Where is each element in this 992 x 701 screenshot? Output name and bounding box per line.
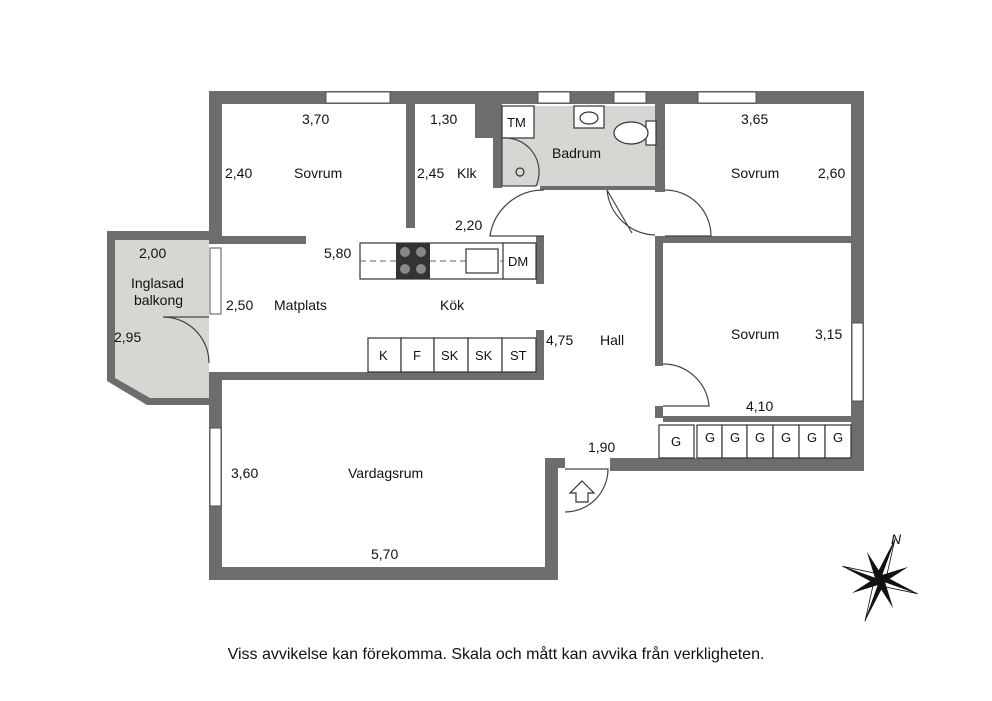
measure-kitchen-width: 5,80: [324, 245, 351, 261]
doors: [162, 189, 712, 513]
measure-hall-bottom: 1,90: [588, 439, 615, 455]
closet-label: Klk: [457, 165, 477, 181]
washing-machine-label: TM: [507, 115, 526, 130]
measure-living-depth: 3,60: [231, 465, 258, 481]
measure-hall-depth: 4,75: [546, 332, 573, 348]
bedroom-3-label: Sovrum: [731, 326, 779, 342]
measure-dining-depth: 2,50: [226, 297, 253, 313]
washing-machine-box: [501, 105, 535, 139]
dining-label: Matplats: [274, 297, 327, 313]
measure-closet-depth: 2,45: [417, 165, 444, 181]
measure-bedroom-2-width: 3,65: [741, 111, 768, 127]
balcony-label-1: Inglasad: [131, 275, 184, 291]
balcony-floor: [107, 240, 209, 403]
hall-label: Hall: [600, 332, 624, 348]
wardrobe-label: G: [730, 430, 740, 445]
kitchen-unit-label: F: [413, 348, 421, 363]
measure-bedroom-1-width: 3,70: [302, 111, 329, 127]
entrance-arrow-icon: [568, 480, 596, 503]
bathroom-fixtures: [501, 105, 657, 187]
compass-rose-icon: [842, 538, 918, 622]
bathroom-label: Badrum: [552, 145, 601, 161]
disclaimer-text: Viss avvikelse kan förekomma. Skala och …: [227, 646, 765, 663]
kitchen-unit-label: SK: [475, 348, 493, 363]
kitchen-counter: [359, 242, 537, 280]
kitchen-unit-label: ST: [510, 348, 527, 363]
measure-bedroom-3-depth: 3,15: [815, 326, 842, 342]
measure-bedroom-3-width: 4,10: [746, 398, 773, 414]
toilet: [613, 121, 649, 145]
wardrobe-label: G: [755, 430, 765, 445]
measure-bedroom-2-depth: 2,60: [818, 165, 845, 181]
wardrobe-label: G: [807, 430, 817, 445]
measure-living-width: 5,70: [371, 546, 398, 562]
bedroom-2-label: Sovrum: [731, 165, 779, 181]
wardrobe-label: G: [671, 434, 681, 449]
balcony-label-2: balkong: [134, 292, 183, 308]
shower: [501, 137, 540, 187]
compass-label: N: [891, 531, 902, 547]
windows: [209, 91, 864, 507]
measure-balcony-depth: 2,95: [114, 329, 141, 345]
measure-hall-top: 2,20: [455, 217, 482, 233]
wardrobes: [658, 424, 852, 459]
living-label: Vardagsrum: [348, 465, 423, 481]
bedroom-1-label: Sovrum: [294, 165, 342, 181]
wardrobe-label: G: [781, 430, 791, 445]
measure-balcony-width: 2,00: [139, 245, 166, 261]
measure-closet-width: 1,30: [430, 111, 457, 127]
wardrobe-label: G: [833, 430, 843, 445]
measure-bedroom-1-depth: 2,40: [225, 165, 252, 181]
wardrobe-label: G: [705, 430, 715, 445]
kitchen-unit-label: SK: [441, 348, 459, 363]
dishwasher-label: DM: [508, 254, 528, 269]
kitchen-units: [367, 337, 537, 373]
kitchen-unit-label: K: [379, 348, 388, 363]
kitchen-label: Kök: [440, 297, 465, 313]
